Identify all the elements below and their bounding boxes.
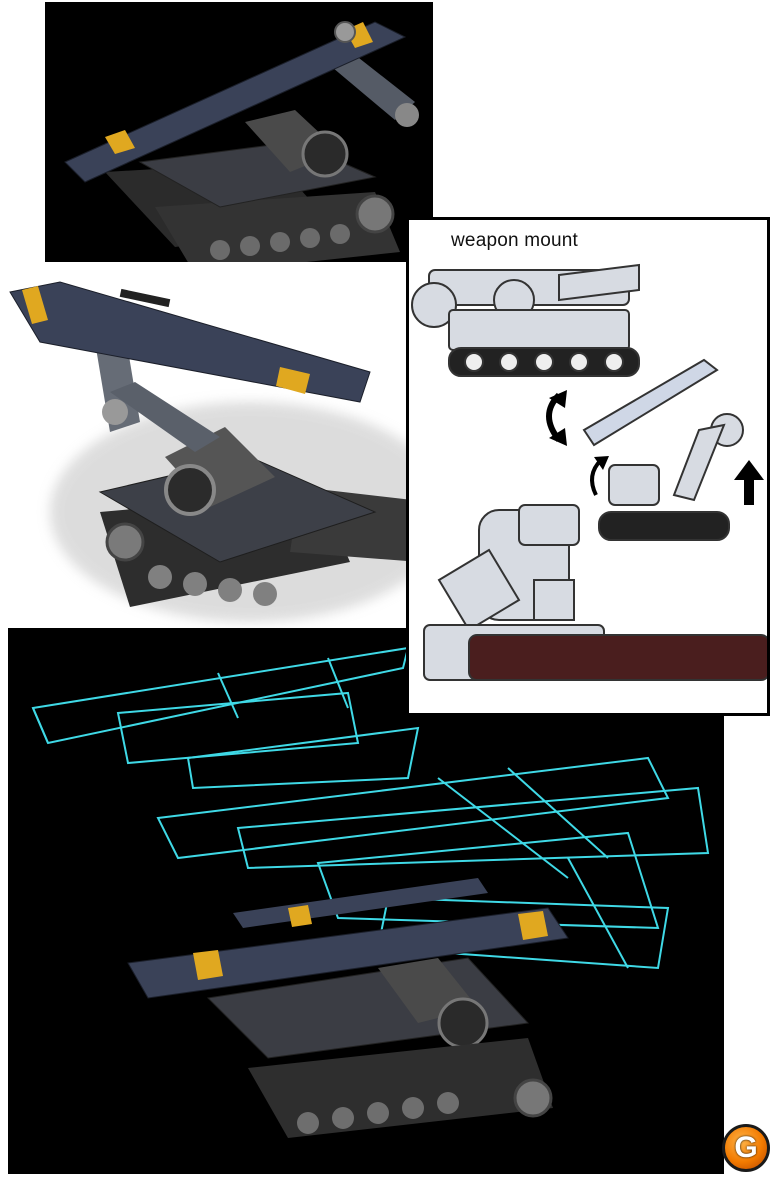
- track: [248, 1038, 553, 1138]
- rotate-small-arrow-icon: [590, 458, 603, 496]
- concept-sketch-panel: weapon mount: [406, 217, 770, 716]
- sketch-track-3: [468, 634, 767, 681]
- gun-barrel: [64, 21, 407, 183]
- concept-sketch: [411, 263, 767, 681]
- gun-barrel: [9, 281, 371, 403]
- mid-tank-render: [9, 281, 440, 622]
- sprocket-wheel: [105, 522, 145, 562]
- wireframe-render: [31, 646, 710, 1138]
- gun-barrel: [127, 907, 569, 999]
- weapon-mount-label: weapon mount: [451, 230, 579, 251]
- sprocket-wheel: [355, 194, 395, 234]
- top-tank-render-panel: [45, 2, 433, 280]
- mid-tank-render-panel: [0, 262, 440, 640]
- wireframe-render-panel: [8, 628, 724, 1174]
- sketch-track-2: [598, 511, 730, 541]
- top-tank-render: [64, 21, 419, 274]
- sketch-arm-weapon: [582, 358, 719, 447]
- logo-letter: G: [734, 1131, 758, 1164]
- up-arrow-icon: [734, 460, 764, 505]
- sprocket-wheel: [513, 1078, 553, 1118]
- gamespot-logo: G: [722, 1124, 770, 1172]
